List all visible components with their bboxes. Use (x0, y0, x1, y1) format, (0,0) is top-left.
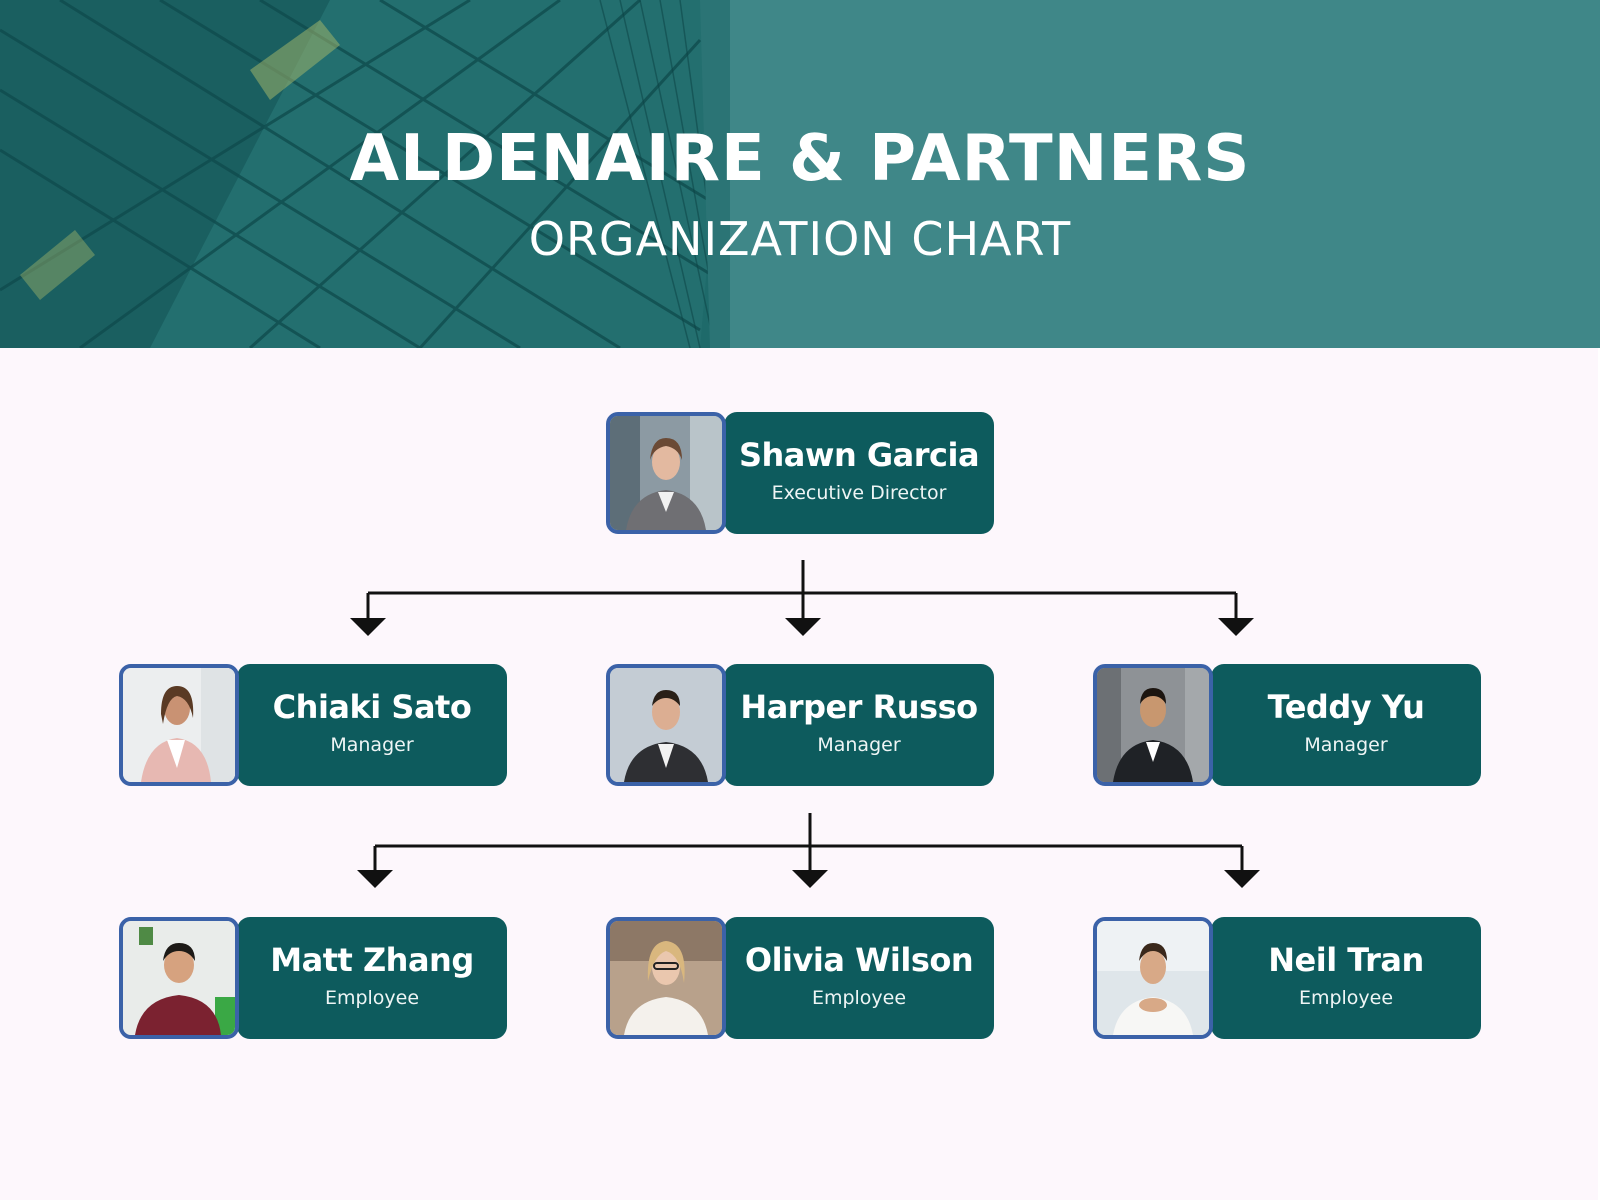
arrow-head-manager-3 (1218, 618, 1254, 636)
name-card: Olivia Wilson Employee (724, 917, 994, 1039)
org-node-manager: Chiaki Sato Manager (119, 664, 507, 786)
person-name: Teddy Yu (1267, 688, 1425, 726)
name-card: Neil Tran Employee (1211, 917, 1481, 1039)
name-card: Harper Russo Manager (724, 664, 994, 786)
person-role: Employee (1298, 987, 1394, 1009)
person-role: Employee (811, 987, 907, 1009)
arrow-head-manager-2 (785, 618, 821, 636)
person-name: Chiaki Sato (272, 688, 472, 726)
building-photo (0, 0, 730, 348)
person-name: Neil Tran (1268, 941, 1424, 979)
arrow-head-employee-1 (357, 870, 393, 888)
portrait-photo (1093, 664, 1213, 786)
org-node-manager: Teddy Yu Manager (1093, 664, 1481, 786)
portrait-photo (119, 664, 239, 786)
person-role: Manager (330, 734, 414, 756)
page-edge (1598, 348, 1600, 1200)
org-node-employee: Neil Tran Employee (1093, 917, 1481, 1039)
person-role: Employee (324, 987, 420, 1009)
person-role: Executive Director (771, 482, 947, 504)
person-role: Manager (1304, 734, 1388, 756)
portrait-photo (119, 917, 239, 1039)
person-name: Matt Zhang (270, 941, 474, 979)
arrow-head-employee-2 (792, 870, 828, 888)
person-name: Olivia Wilson (744, 941, 974, 979)
arrow-head-employee-3 (1224, 870, 1260, 888)
name-card: Shawn Garcia Executive Director (724, 412, 994, 534)
org-node-director: Shawn Garcia Executive Director (606, 412, 994, 534)
org-node-employee: Matt Zhang Employee (119, 917, 507, 1039)
name-card: Teddy Yu Manager (1211, 664, 1481, 786)
person-role: Manager (817, 734, 901, 756)
page-subtitle: ORGANIZATION CHART (528, 212, 1072, 266)
person-name: Harper Russo (740, 688, 978, 726)
org-node-manager: Harper Russo Manager (606, 664, 994, 786)
portrait-photo (606, 412, 726, 534)
portrait-photo (606, 664, 726, 786)
name-card: Chiaki Sato Manager (237, 664, 507, 786)
header-banner: ALDENAIRE & PARTNERS ORGANIZATION CHART (0, 0, 1600, 348)
page-title: ALDENAIRE & PARTNERS (349, 122, 1251, 196)
person-name: Shawn Garcia (738, 436, 980, 474)
portrait-photo (606, 917, 726, 1039)
portrait-photo (1093, 917, 1213, 1039)
org-node-employee: Olivia Wilson Employee (606, 917, 994, 1039)
arrow-head-manager-1 (350, 618, 386, 636)
name-card: Matt Zhang Employee (237, 917, 507, 1039)
